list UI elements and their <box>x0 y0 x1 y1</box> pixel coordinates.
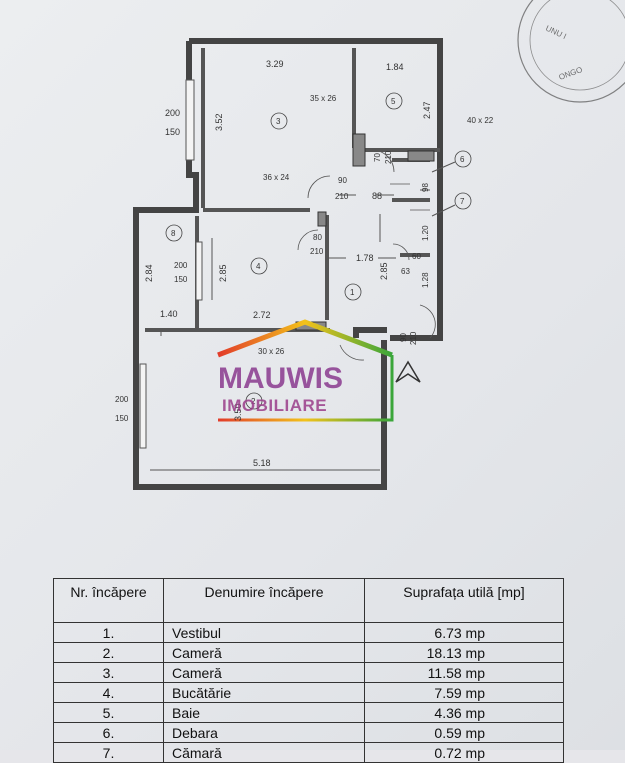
col-header-name: Denumire încăpere <box>163 578 365 623</box>
dim-room3-height: 3.52 <box>214 113 224 131</box>
dim-entry-door-h: 210 <box>409 331 418 345</box>
doors <box>297 149 436 361</box>
row-name: Bucătărie <box>163 682 365 703</box>
svg-text:1: 1 <box>350 288 355 297</box>
row-name: Cameră <box>163 662 365 683</box>
row-name: Cămară <box>163 742 365 763</box>
row-name: Baie <box>163 702 365 723</box>
dim-hall-88: 88 <box>372 191 382 201</box>
col-header-number: Nr. încăpere <box>53 578 164 623</box>
row-area: 0.72 mp <box>364 742 564 763</box>
svg-text:6: 6 <box>460 155 465 164</box>
room-number-7: 7 <box>431 192 472 217</box>
watermark-roof <box>217 319 394 422</box>
row-name: Vestibul <box>163 622 365 643</box>
dim-entry-door: 90 <box>399 333 408 342</box>
dim-door-80-h: 210 <box>310 247 324 256</box>
watermark-brand: MAUWIS <box>218 362 343 395</box>
table-row: 3. Cameră 11.58 mp <box>53 662 564 683</box>
row-area: 18.13 mp <box>364 642 564 663</box>
dim-room8-height: 2.84 <box>144 264 154 282</box>
room-number-5: 5 <box>385 92 403 110</box>
dim-door-63: 63 <box>401 267 410 276</box>
svg-text:5: 5 <box>391 97 396 106</box>
room-number-1: 1 <box>344 283 362 301</box>
dim-door-80: 80 <box>313 233 322 242</box>
dim-pillar-1: 35 x 26 <box>310 94 337 103</box>
watermark-logo: MAUWIS IMOBILIARE <box>218 360 408 420</box>
table-row: 2. Cameră 18.13 mp <box>53 642 564 663</box>
dim-left-window: 200 <box>165 108 180 118</box>
pillars <box>295 133 435 331</box>
dim-door-90-h: 210 <box>335 192 349 201</box>
watermark-subtitle: IMOBILIARE <box>222 396 328 415</box>
room-number-2: 2 <box>245 392 263 410</box>
dim-door-60: 60 <box>412 252 421 261</box>
dim-door-70-h: 210 <box>384 150 393 164</box>
row-number: 1. <box>53 622 164 643</box>
room-number-6: 6 <box>431 150 472 173</box>
row-name: Debara <box>163 722 365 743</box>
north-arrow-icon <box>395 360 421 383</box>
table-header-row: Nr. încăpere Denumire încăpere Suprafața… <box>53 578 564 623</box>
dim-hall-128: 1.28 <box>421 272 430 288</box>
dim-pillar-2: 40 x 22 <box>467 116 494 125</box>
dimension-lines <box>150 189 430 471</box>
svg-text:UNU I: UNU I <box>544 24 568 41</box>
table-row: 1. Vestibul 6.73 mp <box>53 622 564 643</box>
row-number: 4. <box>53 682 164 703</box>
table-row: 4. Bucătărie 7.59 mp <box>53 682 564 703</box>
row-area: 7.59 mp <box>364 682 564 703</box>
row-name: Cameră <box>163 642 365 663</box>
room-number-3: 3 <box>270 112 288 130</box>
dim-hall-178: 1.78 <box>356 253 374 263</box>
dim-room8-width: 1.40 <box>160 309 178 319</box>
dim-room2-width: 5.18 <box>253 458 271 468</box>
dim-room8-window-h: 150 <box>174 275 188 284</box>
dim-room2-height: 3.50 <box>233 403 243 421</box>
rooms-table: Nr. încăpere Denumire încăpere Suprafața… <box>53 578 564 763</box>
svg-text:3: 3 <box>276 117 281 126</box>
dim-door-90: 90 <box>338 176 347 185</box>
col-header-area: Suprafața utilă [mp] <box>364 578 564 623</box>
svg-text:8: 8 <box>171 229 176 238</box>
row-number: 2. <box>53 642 164 663</box>
row-number: 5. <box>53 702 164 723</box>
row-number: 7. <box>53 742 164 763</box>
row-area: 0.59 mp <box>364 722 564 743</box>
svg-text:4: 4 <box>256 262 261 271</box>
dim-door-70: 70 <box>373 153 382 162</box>
dim-room8-window: 200 <box>174 261 188 270</box>
dim-room4-height: 2.85 <box>218 264 228 282</box>
table-row: 5. Baie 4.36 mp <box>53 702 564 723</box>
dim-top-left: 3.29 <box>266 59 284 69</box>
row-area: 6.73 mp <box>364 622 564 643</box>
dim-pillar-4: 30 x 26 <box>258 347 285 356</box>
dim-room2-window-h: 150 <box>115 414 129 423</box>
windows <box>139 79 203 449</box>
dim-left-window-h: 150 <box>165 127 180 137</box>
dim-room2-window: 200 <box>115 395 129 404</box>
dim-hall-285: 2.85 <box>379 262 389 280</box>
dim-top-right: 1.84 <box>386 62 404 72</box>
dim-room4-width: 2.72 <box>253 310 271 320</box>
row-number: 3. <box>53 662 164 683</box>
dim-hall-98: 98 <box>421 183 430 192</box>
room-number-8: 8 <box>165 224 183 242</box>
table-row: 7. Cămară 0.72 mp <box>53 742 564 763</box>
svg-text:2: 2 <box>251 397 256 406</box>
row-number: 6. <box>53 722 164 743</box>
row-area: 4.36 mp <box>364 702 564 723</box>
svg-text:ONGO: ONGO <box>558 65 584 82</box>
dim-pillar-3: 36 x 24 <box>263 173 290 182</box>
table-row: 6. Debara 0.59 mp <box>53 722 564 743</box>
outer-walls <box>133 38 443 490</box>
row-area: 11.58 mp <box>364 662 564 683</box>
svg-text:7: 7 <box>460 197 465 206</box>
dim-bath-height: 2.47 <box>422 101 432 119</box>
room-number-4: 4 <box>250 257 268 275</box>
stamp-seal: UNU I ONGO <box>517 0 625 103</box>
dim-hall-120: 1.20 <box>421 225 430 241</box>
